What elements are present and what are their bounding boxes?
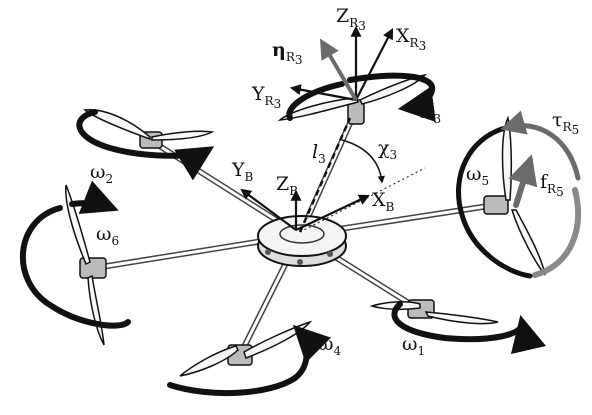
propeller-2 xyxy=(83,109,215,141)
label-x-b: XB xyxy=(372,189,395,214)
axis-x-r3 xyxy=(355,28,394,101)
rotation-arrow-6-head xyxy=(69,180,119,215)
torque-ring-5 xyxy=(456,110,582,279)
label-z-r3: ZR3 xyxy=(336,5,366,33)
rotation-arrow-1 xyxy=(391,301,546,355)
body-axes xyxy=(240,188,370,231)
propellers xyxy=(65,73,546,377)
axis-y-r3 xyxy=(289,84,357,102)
arm-vector-l3 xyxy=(298,117,352,233)
rotation-arrow-2 xyxy=(76,109,215,181)
motor-5 xyxy=(483,195,509,215)
axis-y-b xyxy=(240,188,297,231)
label-tau-r5: τR5 xyxy=(552,109,579,137)
label-y-r3: YR3 xyxy=(251,83,281,111)
propeller-4 xyxy=(179,320,313,377)
axis-x-b xyxy=(295,194,370,231)
propeller-3 xyxy=(277,73,428,121)
propeller-5 xyxy=(501,115,546,276)
label-omega4: ω4 xyxy=(318,333,342,358)
rotation-arrow-3-back xyxy=(286,81,345,121)
axis-eta-r3 xyxy=(319,38,358,102)
rotation-arrow-4 xyxy=(167,324,332,397)
propeller-1 xyxy=(369,301,499,325)
rotation-arrow-6 xyxy=(19,205,131,329)
label-z-b: ZB xyxy=(276,173,298,198)
motor-6 xyxy=(79,257,107,279)
rotor3-axes xyxy=(289,25,394,102)
thrust-arrow-5 xyxy=(508,154,538,208)
label-y-b: YB xyxy=(231,159,254,184)
label-omega2: ω2 xyxy=(90,161,113,186)
label-eta-r3: ηR3 xyxy=(272,39,303,67)
label-omega3: ω3 xyxy=(418,101,441,126)
label-x-r3: XR3 xyxy=(396,25,426,53)
label-omega6: ω6 xyxy=(96,223,119,248)
reference-dotted-line xyxy=(299,167,426,233)
label-omega5: ω5 xyxy=(466,163,489,188)
label-f-r5: fR5 xyxy=(540,171,564,199)
propeller-6 xyxy=(65,184,105,346)
rotation-arrows xyxy=(19,72,546,397)
angle-arc-chi3 xyxy=(341,139,385,184)
rotation-arrow-3 xyxy=(347,72,436,123)
label-omega1: ω1 xyxy=(402,333,425,358)
central-body xyxy=(257,215,347,267)
label-l3: l3 xyxy=(312,141,326,166)
label-chi3: χ3 xyxy=(378,137,397,162)
